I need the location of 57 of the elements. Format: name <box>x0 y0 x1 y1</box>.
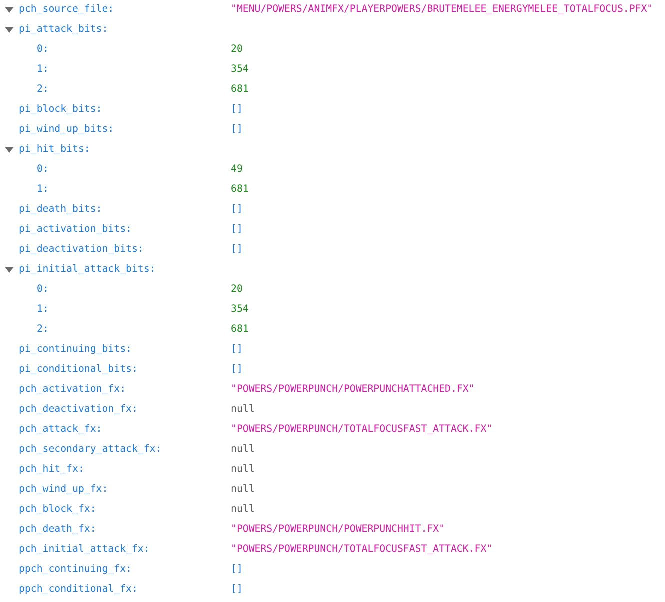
property-value: [] <box>231 223 243 237</box>
property-value: 20 <box>231 43 243 57</box>
property-key: 0: <box>37 43 49 57</box>
property-value: null <box>231 483 255 497</box>
property-key: 0: <box>37 163 49 177</box>
property-value: null <box>231 443 255 457</box>
property-value: [] <box>231 103 243 117</box>
property-key: pch_source_file: <box>19 3 114 17</box>
property-key: pch_initial_attack_fx: <box>19 543 150 557</box>
property-value: 681 <box>231 323 249 337</box>
property-value: null <box>231 463 255 477</box>
property-key: pi_conditional_bits: <box>19 363 138 377</box>
property-key: pch_hit_fx: <box>19 463 84 477</box>
property-value: null <box>231 403 255 417</box>
property-key: ppch_continuing_fx: <box>19 563 132 577</box>
property-key: pi_activation_bits: <box>19 223 132 237</box>
property-value: 354 <box>231 303 249 317</box>
property-key: pi_continuing_bits: <box>19 343 132 357</box>
property-key: pi_wind_up_bits: <box>19 123 114 137</box>
property-value: [] <box>231 583 243 597</box>
property-value: 49 <box>231 163 243 177</box>
property-value: "POWERS/POWERPUNCH/POWERPUNCHATTACHED.FX" <box>231 383 475 397</box>
property-key: 1: <box>37 63 49 77</box>
property-value: [] <box>231 363 243 377</box>
property-key: pch_secondary_attack_fx: <box>19 443 162 457</box>
property-key: pch_attack_fx: <box>19 423 102 437</box>
property-key: 0: <box>37 283 49 297</box>
property-key: pch_block_fx: <box>19 503 96 517</box>
property-key: pi_block_bits: <box>19 103 102 117</box>
property-value: [] <box>231 203 243 217</box>
property-value: 681 <box>231 83 249 97</box>
property-key: pch_deactivation_fx: <box>19 403 138 417</box>
property-key: 2: <box>37 323 49 337</box>
property-key: pi_attack_bits: <box>19 23 108 37</box>
property-key: pi_deactivation_bits: <box>19 243 144 257</box>
property-key: pch_activation_fx: <box>19 383 126 397</box>
property-value: 354 <box>231 63 249 77</box>
property-key: 1: <box>37 183 49 197</box>
property-value: "POWERS/POWERPUNCH/POWERPUNCHHIT.FX" <box>231 523 446 537</box>
property-value: [] <box>231 563 243 577</box>
property-key: ppch_conditional_fx: <box>19 583 138 597</box>
property-key: pi_hit_bits: <box>19 143 90 157</box>
property-value: "POWERS/POWERPUNCH/TOTALFOCUSFAST_ATTACK.FX" <box>231 423 493 437</box>
property-value: [] <box>231 343 243 357</box>
property-key: pi_initial_attack_bits: <box>19 263 156 277</box>
property-value: 681 <box>231 183 249 197</box>
property-key: pch_wind_up_fx: <box>19 483 108 497</box>
property-value: [] <box>231 123 243 137</box>
property-value: null <box>231 503 255 517</box>
property-value: [] <box>231 243 243 257</box>
property-key: pch_death_fx: <box>19 523 96 537</box>
property-key: 1: <box>37 303 49 317</box>
property-key: pi_death_bits: <box>19 203 102 217</box>
property-value: "MENU/POWERS/ANIMFX/PLAYERPOWERS/BRUTEMELEE_ENERGYMELEE_TOTALFOCUS.PFX" <box>231 3 654 17</box>
property-value: 20 <box>231 283 243 297</box>
property-value: "POWERS/POWERPUNCH/TOTALFOCUSFAST_ATTACK.FX" <box>231 543 493 557</box>
property-key: 2: <box>37 83 49 97</box>
